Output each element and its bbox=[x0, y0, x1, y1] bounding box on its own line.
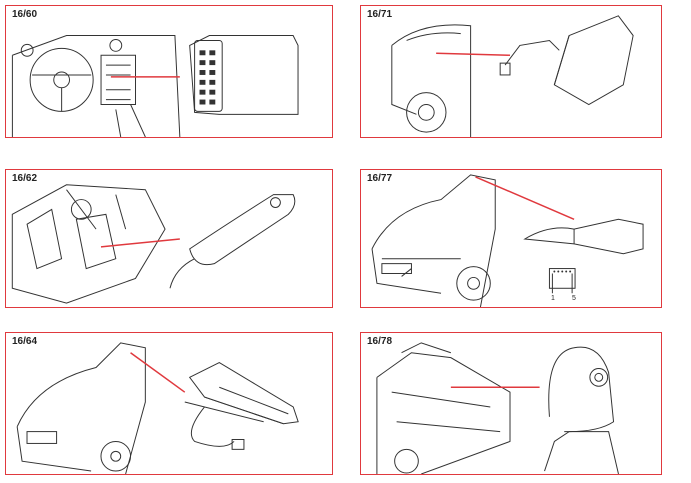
panel-label: 16/78 bbox=[367, 336, 393, 347]
panel-16-62: 16/62 bbox=[5, 169, 333, 308]
panel-label: 16/77 bbox=[367, 173, 393, 184]
connector-pin-5-label: 5 bbox=[572, 295, 576, 302]
panel-label: 16/60 bbox=[12, 9, 38, 20]
panel-16-64: 16/64 bbox=[5, 332, 333, 475]
rear-shelf-unit-illustration bbox=[16, 342, 299, 474]
panel-label: 16/64 bbox=[12, 336, 38, 347]
rear-module-illustration bbox=[391, 15, 634, 137]
panel-16-77: 16/77 1 5 bbox=[360, 169, 662, 308]
interior-handset-illustration bbox=[11, 184, 296, 304]
panel-16-71: 16/71 bbox=[360, 5, 662, 138]
connector-pin-1-label: 1 bbox=[551, 295, 555, 302]
panel-label: 16/71 bbox=[367, 9, 393, 20]
panel-16-60: 16/60 bbox=[5, 5, 333, 138]
panel-label: 16/62 bbox=[12, 173, 38, 184]
panel-16-78: 16/78 bbox=[360, 332, 662, 475]
dashboard-keypad-illustration bbox=[11, 35, 299, 137]
headrest-speaker-illustration bbox=[376, 342, 619, 474]
roof-antenna-illustration bbox=[371, 174, 644, 307]
